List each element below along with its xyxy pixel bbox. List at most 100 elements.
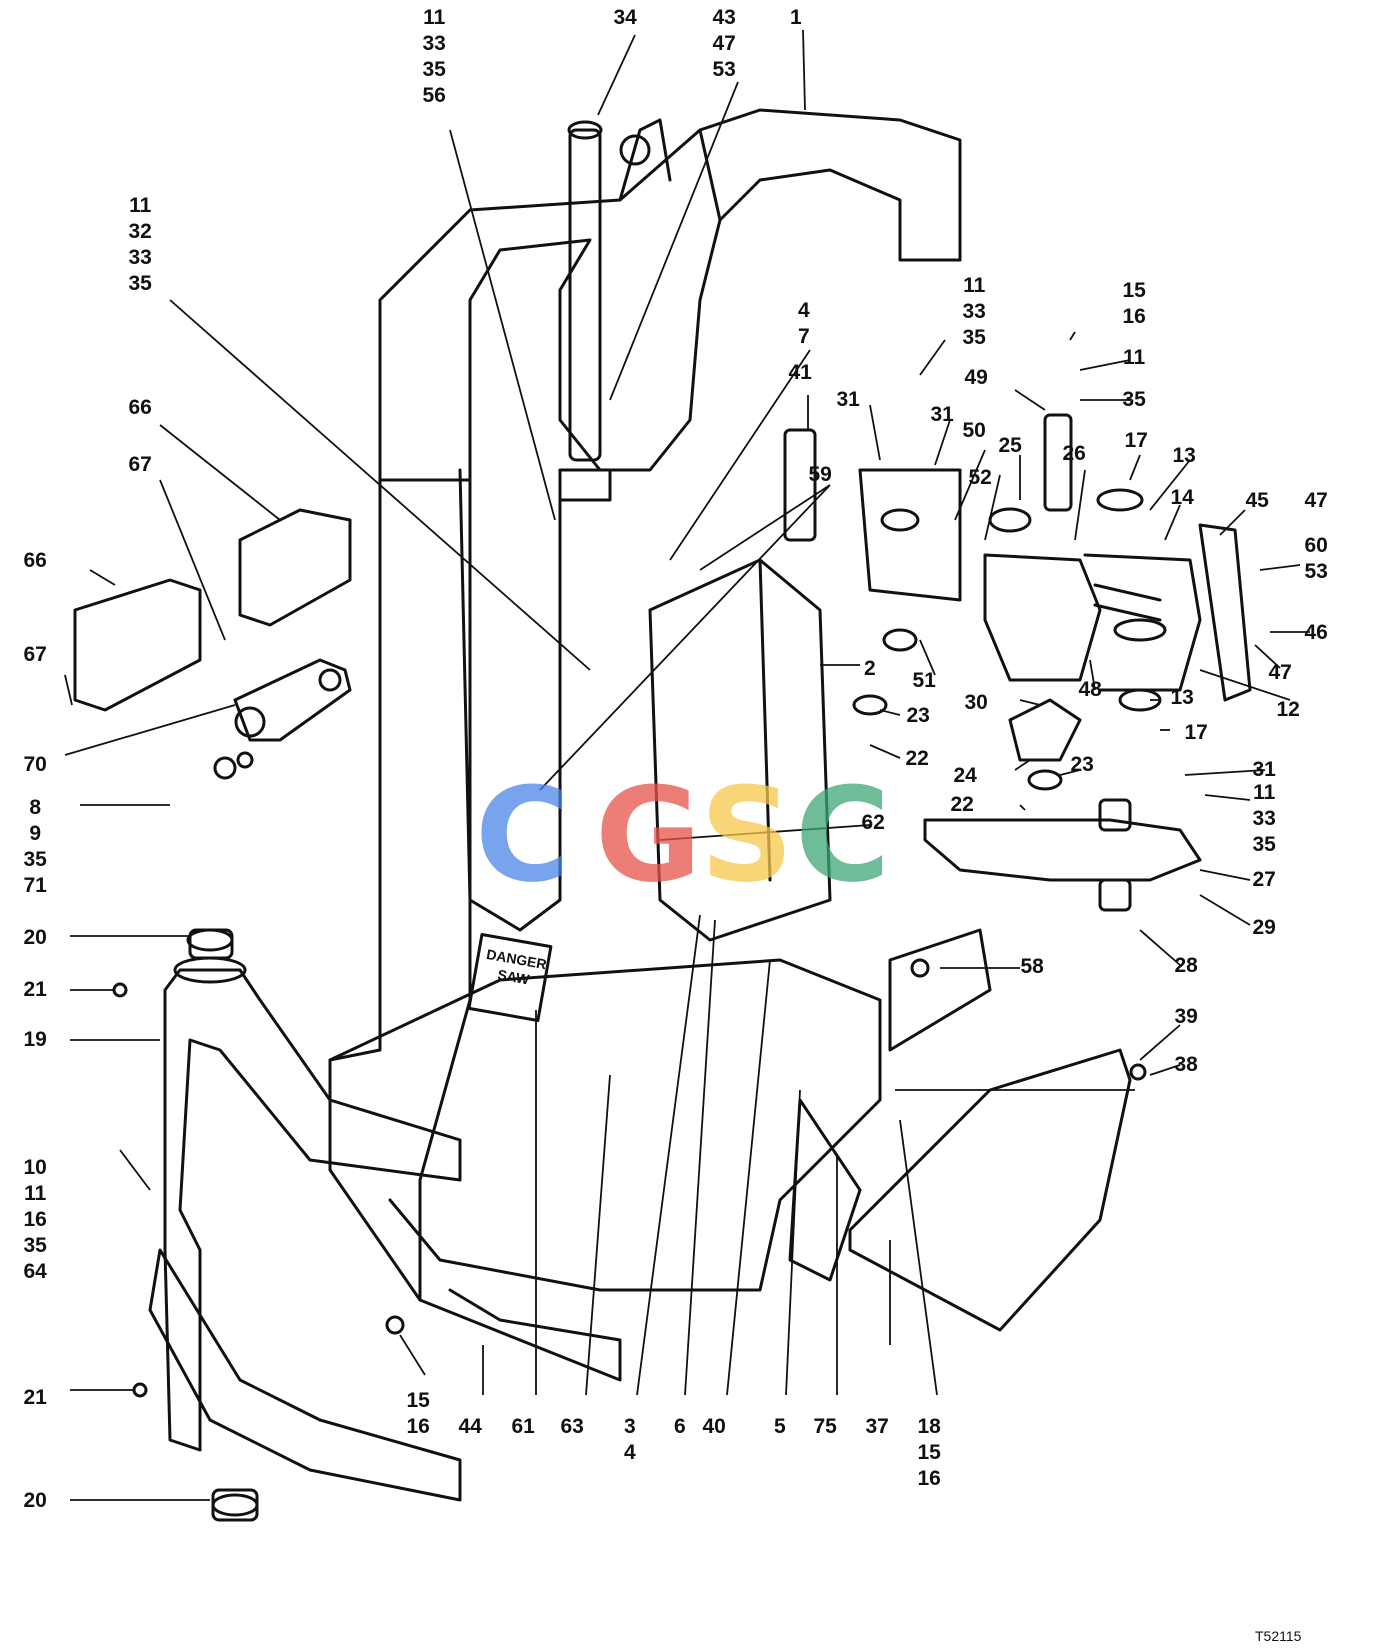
callout-29: 29 bbox=[1253, 915, 1276, 941]
callout-27: 27 bbox=[1253, 867, 1276, 893]
callout-14: 14 bbox=[1171, 485, 1194, 511]
callout-number: 44 bbox=[458, 1415, 482, 1438]
callout-number: 51 bbox=[912, 669, 936, 692]
callout-20-top: 20 bbox=[24, 925, 47, 951]
callout-number: 20 bbox=[23, 1489, 47, 1512]
callout-number: 34 bbox=[613, 6, 637, 29]
saw-blade-guard bbox=[888, 928, 992, 1052]
callout-40: 40 bbox=[703, 1414, 726, 1440]
callout-75: 75 bbox=[814, 1414, 837, 1440]
callout-number: 67 bbox=[23, 643, 47, 666]
callout-number: 26 bbox=[1062, 442, 1086, 465]
callout-number: 47 bbox=[1268, 661, 1292, 684]
callout-number: 47 bbox=[1304, 489, 1328, 512]
guard-66-right bbox=[238, 508, 352, 627]
callout-22-left: 22 bbox=[906, 746, 929, 772]
callout-67-top: 67 bbox=[129, 452, 152, 478]
link-70 bbox=[233, 658, 352, 742]
callout-66-top: 66 bbox=[129, 395, 152, 421]
clamp-12 bbox=[983, 553, 1102, 682]
callout-number: 35 bbox=[128, 272, 152, 295]
callout-number: 40 bbox=[702, 1415, 726, 1438]
frame-column bbox=[458, 468, 562, 932]
callout-number: 50 bbox=[962, 419, 986, 442]
callout-47-top: 47 bbox=[1305, 488, 1328, 514]
callout-number: 52 bbox=[968, 466, 992, 489]
callout-number: 35 bbox=[962, 326, 986, 349]
callout-number: 35 bbox=[23, 848, 47, 871]
callout-number: 13 bbox=[1170, 686, 1194, 709]
callout-17-bottom: 17 bbox=[1185, 720, 1208, 746]
callout-number: 11 bbox=[963, 274, 986, 297]
callout-number: 11 bbox=[423, 6, 446, 29]
callout-number: 16 bbox=[406, 1415, 430, 1438]
callout-number: 53 bbox=[712, 58, 736, 81]
callout-35-upper: 35 bbox=[1123, 387, 1146, 413]
callout-number: 66 bbox=[23, 549, 47, 572]
callout-number: 8 bbox=[29, 796, 42, 819]
callout-13-top: 13 bbox=[1173, 443, 1196, 469]
watermark-letter-2: G bbox=[595, 759, 702, 911]
callout-45: 45 bbox=[1246, 488, 1269, 514]
callout-number: 7 bbox=[798, 325, 810, 348]
callout-number: 35 bbox=[422, 58, 446, 81]
callout-number: 39 bbox=[1174, 1005, 1198, 1028]
callout-number: 20 bbox=[23, 926, 47, 949]
frame-side-plate bbox=[328, 478, 472, 1302]
callout-21-bottom: 21 bbox=[24, 1385, 47, 1411]
callout-number: 49 bbox=[964, 366, 988, 389]
callout-number: 43 bbox=[712, 6, 736, 29]
callout-number: 59 bbox=[808, 463, 832, 486]
callout-22-right: 22 bbox=[951, 792, 974, 818]
callout-number: 23 bbox=[1070, 753, 1094, 776]
callout-number: 24 bbox=[953, 764, 977, 787]
callout-number: 13 bbox=[1172, 444, 1196, 467]
callout-number: 23 bbox=[906, 704, 930, 727]
callout-31-a: 31 bbox=[837, 387, 860, 413]
watermark-letter-3: S bbox=[700, 759, 794, 911]
arm-19-lower bbox=[148, 1248, 462, 1502]
guard-66-left bbox=[73, 578, 202, 712]
callout-number: 28 bbox=[1174, 954, 1198, 977]
callout-number: 33 bbox=[422, 32, 446, 55]
callout-number: 12 bbox=[1276, 698, 1300, 721]
cylinder-tube bbox=[568, 128, 602, 462]
callout-20-bottom: 20 bbox=[24, 1488, 47, 1514]
callout-number: 15 bbox=[917, 1441, 941, 1464]
callout-number: 14 bbox=[1170, 486, 1194, 509]
callout-50: 50 bbox=[963, 418, 986, 444]
callout-5: 5 bbox=[774, 1414, 786, 1440]
callout-number: 21 bbox=[23, 1386, 47, 1409]
callout-number: 22 bbox=[905, 747, 929, 770]
blade-37 bbox=[848, 1048, 1132, 1332]
drawing-number: T52115 bbox=[1255, 1628, 1302, 1644]
watermark-letter-4: C bbox=[795, 759, 891, 911]
arm-27 bbox=[923, 818, 1202, 882]
callout-number: 11 bbox=[1123, 346, 1146, 369]
callout-number: 48 bbox=[1078, 678, 1102, 701]
callout-number: 29 bbox=[1252, 916, 1276, 939]
lower-skirt bbox=[328, 958, 882, 1292]
callout-number: 38 bbox=[1174, 1053, 1198, 1076]
callout-number: 1 bbox=[790, 6, 802, 29]
callout-number: 37 bbox=[865, 1415, 889, 1438]
callout-31-b: 31 bbox=[931, 402, 954, 428]
callout-number: 4 bbox=[624, 1441, 636, 1464]
callout-number: 22 bbox=[950, 793, 974, 816]
callout-21-top: 21 bbox=[24, 977, 47, 1003]
callout-46: 46 bbox=[1305, 620, 1328, 646]
callout-63: 63 bbox=[561, 1414, 584, 1440]
callout-24: 24 bbox=[954, 763, 977, 789]
callout-number: 11 bbox=[129, 194, 152, 217]
callout-59: 59 bbox=[809, 462, 832, 488]
callout-number: 58 bbox=[1020, 955, 1044, 978]
callout-number: 17 bbox=[1124, 429, 1148, 452]
callout-number: 75 bbox=[813, 1415, 837, 1438]
callout-23-left: 23 bbox=[907, 703, 930, 729]
callout-number: 31 bbox=[1252, 758, 1276, 781]
callout-number: 3 bbox=[624, 1415, 636, 1438]
callout-34: 34 bbox=[614, 5, 637, 31]
